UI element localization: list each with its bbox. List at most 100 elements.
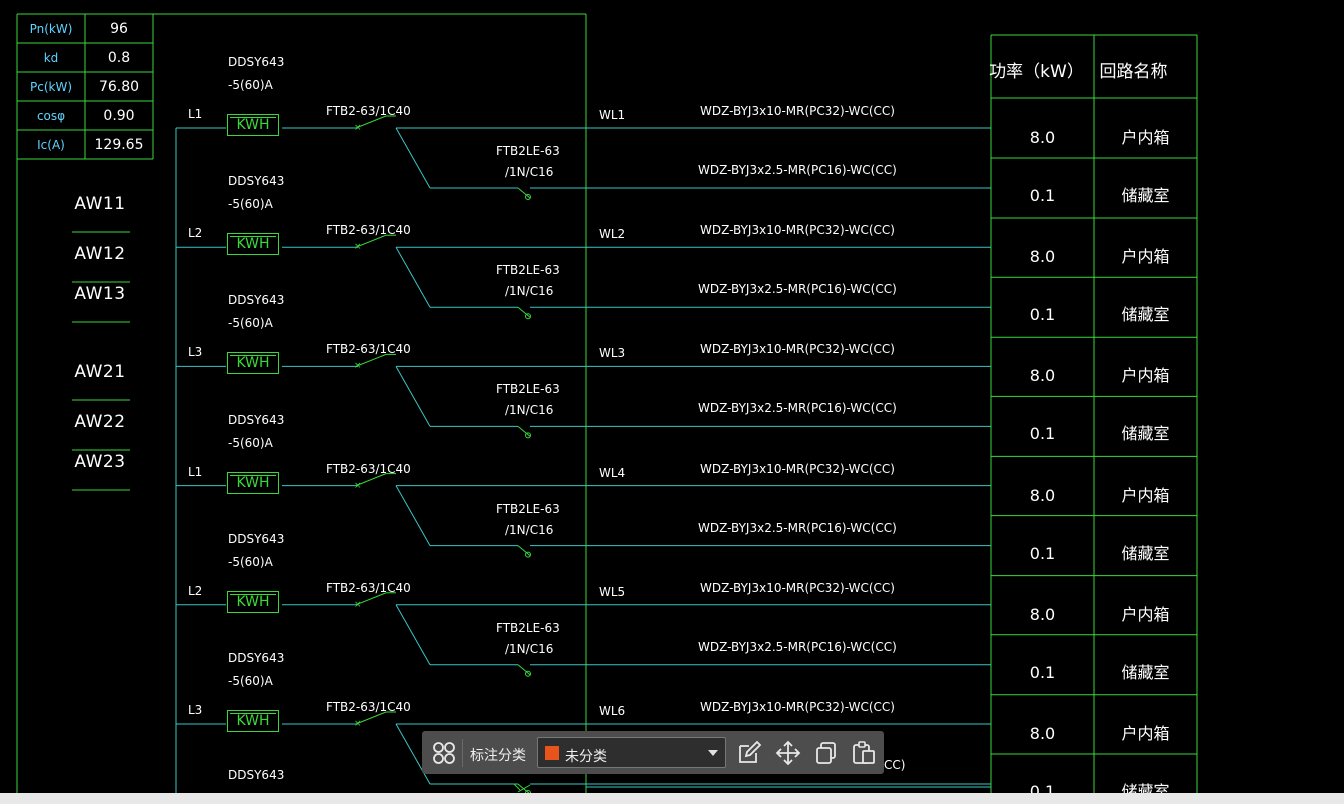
rcd-rating: /1N/C16	[505, 522, 554, 537]
rcd-contact	[517, 784, 531, 793]
circuit-label: WL3	[599, 346, 626, 361]
grid-icon[interactable]	[431, 740, 457, 766]
cable-sub-label: WDZ-BYJ3x2.5-MR(PC16)-WC(CC)	[698, 163, 897, 177]
status-bar	[0, 793, 1344, 804]
circuit-name-main: 户内箱	[1121, 247, 1170, 267]
meter-rating: -5(60)A	[228, 316, 273, 331]
phase-label: L3	[188, 703, 203, 717]
branch-wire	[395, 604, 431, 666]
stat-value: 76.80	[98, 79, 140, 95]
category-label: 标注分类	[470, 748, 526, 764]
rcd-circle	[525, 670, 531, 677]
breaker-label: FTB2-63/1C40	[326, 461, 411, 476]
aw-label: AW21	[74, 362, 126, 382]
power-sub: 0.1	[1029, 305, 1056, 325]
rcd-contact	[517, 426, 531, 437]
stat-value: 0.8	[107, 50, 131, 66]
cable-sub-label: WDZ-BYJ3x2.5-MR(PC16)-WC(CC)	[698, 639, 897, 654]
rcd-model: FTB2LE-63	[496, 620, 560, 635]
stat-label: kd	[43, 51, 59, 65]
toolbar-separator	[462, 739, 463, 767]
cable-partial-label: CC)	[884, 758, 906, 772]
annotation-toolbar: 标注分类 未分类	[422, 731, 884, 774]
phase-label: L2	[188, 583, 203, 598]
rcd-model: FTB2LE-63	[496, 382, 560, 397]
kwh-meter: KWH	[227, 352, 279, 375]
phase-label: L1	[188, 464, 203, 479]
cable-sub-label: WDZ-BYJ3x2.5-MR(PC16)-WC(CC)	[698, 282, 897, 297]
header-circuit-name: 回路名称	[1099, 62, 1168, 82]
circuit-name-sub: 储藏室	[1121, 782, 1170, 794]
cable-main-label: WDZ-BYJ3x10-MR(PC32)-WC(CC)	[700, 700, 895, 714]
rcd-contact	[517, 187, 531, 199]
rcd-rating: /1N/C16	[505, 284, 554, 299]
circuit-name-main: 户内箱	[1121, 128, 1170, 147]
cable-main-label: WDZ-BYJ3x10-MR(PC32)-WC(CC)	[700, 223, 895, 238]
aw-label: AW11	[74, 194, 126, 214]
meter-rating: -5(60)A	[228, 674, 273, 688]
breaker-x-mark: ×	[354, 599, 362, 610]
rcd-rating: /1N/C16	[505, 641, 554, 656]
breaker-x-mark: ×	[354, 242, 362, 253]
breaker-x-mark: ×	[354, 719, 362, 729]
cable-main-label: WDZ-BYJ3x10-MR(PC32)-WC(CC)	[700, 104, 895, 118]
kwh-meter: KWH	[227, 114, 279, 136]
cable-sub-label: WDZ-BYJ3x2.5-MR(PC16)-WC(CC)	[698, 401, 897, 416]
meter-model: DDSY643	[228, 531, 285, 546]
power-main: 8.0	[1029, 604, 1056, 624]
meter-model: DDSY643	[228, 55, 285, 69]
chevron-down-icon	[708, 750, 718, 756]
phase-label: L1	[188, 107, 203, 121]
breaker-contact	[355, 592, 387, 606]
stat-value: 96	[110, 21, 128, 37]
aw-label: AW13	[74, 284, 126, 304]
meter-model: DDSY643	[228, 768, 285, 782]
breaker-contact	[355, 234, 387, 248]
paste-icon[interactable]	[851, 740, 877, 766]
breaker-contact	[355, 115, 387, 129]
meter-rating: -5(60)A	[228, 554, 273, 569]
rcd-model: FTB2LE-63	[496, 263, 560, 278]
move-icon[interactable]	[775, 740, 801, 766]
breaker-contact	[355, 473, 387, 487]
branch-wire	[395, 485, 431, 546]
breaker-x-mark: ×	[354, 123, 362, 133]
circuit-label: WL2	[599, 227, 626, 242]
rcd-model: FTB2LE-63	[496, 144, 560, 158]
stat-label: Ic(A)	[37, 138, 65, 152]
kwh-meter: KWH	[227, 710, 279, 732]
circuit-name-main: 户内箱	[1121, 485, 1170, 505]
stat-value: 0.90	[103, 108, 135, 124]
power-main: 8.0	[1029, 128, 1056, 147]
meter-rating: -5(60)A	[228, 197, 273, 212]
rcd-contact	[517, 545, 531, 556]
meter-rating: -5(60)A	[228, 78, 273, 92]
circuit-name-sub: 储藏室	[1121, 543, 1170, 563]
breaker-label: FTB2-63/1C40	[326, 223, 411, 238]
breaker-x-mark: ×	[354, 480, 362, 491]
category-dropdown[interactable]: 未分类	[537, 737, 726, 768]
circuit-label: WL1	[599, 108, 626, 122]
rcd-rating: /1N/C16	[505, 165, 554, 179]
phase-label: L2	[188, 226, 203, 241]
aw-label: AW12	[74, 244, 126, 264]
rcd-circle	[525, 194, 531, 200]
circuit-name-main: 户内箱	[1121, 724, 1170, 743]
branch-wire	[395, 246, 431, 308]
breaker-contact	[355, 711, 387, 725]
breaker-label: FTB2-63/1C40	[326, 700, 411, 714]
power-sub: 0.1	[1029, 424, 1056, 444]
cable-main-label: WDZ-BYJ3x10-MR(PC32)-WC(CC)	[700, 580, 895, 595]
rcd-model: FTB2LE-63	[496, 501, 560, 516]
rcd-circle	[525, 790, 531, 793]
circuit-label: WL4	[599, 465, 626, 480]
power-sub: 0.1	[1029, 543, 1056, 563]
circuit-label: WL6	[599, 704, 626, 718]
circuit-name-sub: 储藏室	[1121, 186, 1170, 205]
meter-model: DDSY643	[228, 651, 285, 665]
aw-label: AW23	[74, 452, 126, 472]
copy-icon[interactable]	[813, 740, 839, 766]
circuit-name-main: 户内箱	[1121, 366, 1170, 386]
edit-icon[interactable]	[736, 740, 762, 766]
